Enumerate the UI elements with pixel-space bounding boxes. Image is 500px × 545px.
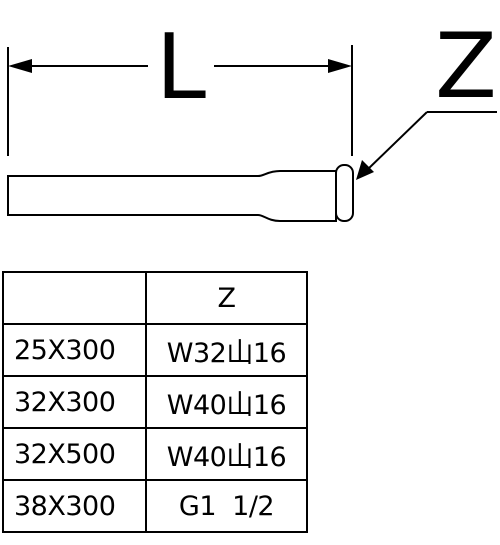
dimension-label-L: L	[156, 15, 206, 120]
callout-leader-Z	[356, 111, 497, 180]
callout-label-Z: Z	[435, 14, 497, 119]
table-header-row: Z	[2, 271, 308, 325]
size-cell: 32X500	[2, 427, 147, 481]
arrowhead-left	[8, 59, 32, 73]
callout-arrowhead	[356, 160, 374, 180]
header-cell-z: Z	[145, 271, 308, 325]
z-cell: G1 1/2	[145, 479, 308, 533]
z-cell: W32山16	[145, 323, 308, 377]
table-row: 38X300 G1 1/2	[2, 479, 308, 533]
z-cell: W40山16	[145, 375, 308, 429]
dimension-line-L	[8, 59, 352, 73]
header-cell-size	[2, 271, 147, 325]
pipe-body	[7, 164, 354, 222]
spec-table: Z 25X300 W32山16 32X300 W40山16 32X500 W40…	[2, 271, 308, 533]
table-row: 32X300 W40山16	[2, 375, 308, 429]
pipe-drawing: L Z	[7, 14, 497, 222]
size-cell: 32X300	[2, 375, 147, 429]
size-cell: 25X300	[2, 323, 147, 377]
arrowhead-right	[328, 59, 352, 73]
table-row: 32X500 W40山16	[2, 427, 308, 481]
size-cell: 38X300	[2, 479, 147, 533]
z-cell: W40山16	[145, 427, 308, 481]
table-row: 25X300 W32山16	[2, 323, 308, 377]
pipe-flange	[335, 164, 354, 222]
